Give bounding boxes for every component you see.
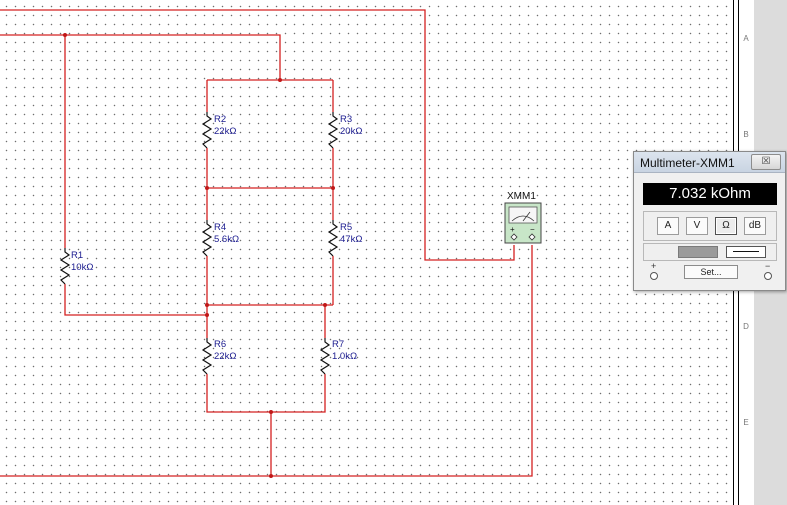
r4-ref: R4 [214, 222, 226, 233]
wire-top-left[interactable] [0, 34, 281, 80]
r3-ref: R3 [340, 114, 352, 125]
zone-label-d: D [743, 322, 749, 331]
multimeter-title: Multimeter-XMM1 [640, 156, 735, 170]
minus-terminal-icon[interactable] [764, 272, 772, 280]
terminal-minus-icon[interactable] [528, 233, 536, 241]
mode-ampere-button[interactable]: A [657, 217, 679, 235]
junction-dot [205, 186, 209, 190]
terminal-plus-icon[interactable] [510, 233, 518, 241]
junction-dot [269, 410, 273, 414]
meter-face-icon [508, 206, 538, 224]
xmm1-minus-mark: − [530, 225, 535, 234]
mode-decibel-button[interactable]: dB [744, 217, 766, 235]
resistor-r7[interactable]: R7 1.0kΩ [319, 338, 357, 375]
meter-needle-icon [522, 211, 531, 222]
r1-value: 10kΩ [71, 262, 93, 273]
zone-label-e: E [743, 418, 749, 427]
zone-label-b: B [743, 130, 749, 139]
resistor-r2[interactable]: R2 22kΩ [201, 112, 236, 149]
xmm1-label: XMM1 [507, 191, 536, 202]
wires [0, 9, 533, 477]
multimeter-display: 7.032 kOhm [643, 183, 777, 205]
r2-ref: R2 [214, 114, 226, 125]
zone-label-a: A [743, 34, 749, 43]
junction-dot [205, 313, 209, 317]
plus-terminal-label: + [651, 261, 657, 271]
r7-ref: R7 [332, 339, 344, 350]
junction-dot [331, 186, 335, 190]
wire-r1-bottom[interactable] [64, 284, 207, 316]
wire-bottom-return[interactable] [0, 245, 533, 477]
mode-ohm-button[interactable]: Ω [715, 217, 737, 235]
junction-dot [205, 303, 209, 307]
r4-value: 5.6kΩ [214, 234, 239, 245]
signal-mode-group [643, 243, 777, 261]
plus-terminal-icon[interactable] [650, 272, 658, 280]
mode-volt-button[interactable]: V [686, 217, 708, 235]
r1-ref: R1 [71, 250, 83, 261]
r6-ref: R6 [214, 339, 226, 350]
dc-mode-button[interactable] [726, 246, 766, 258]
meter-arc-icon [511, 215, 535, 222]
wire-bottom-bus[interactable] [206, 374, 326, 413]
r5-value: 47kΩ [340, 234, 362, 245]
measurement-mode-group: A V Ω dB [643, 211, 777, 241]
resistor-r6[interactable]: R6 22kΩ [201, 338, 236, 375]
resistor-r3[interactable]: R3 20kΩ [327, 112, 362, 149]
resistor-r5[interactable]: R5 47kΩ [327, 220, 362, 257]
wire-top-loop[interactable] [0, 9, 515, 261]
r3-value: 20kΩ [340, 126, 362, 137]
close-button[interactable]: ☒ [751, 154, 781, 170]
xmm1-plus-mark: + [510, 225, 515, 234]
junction-dot [269, 474, 273, 478]
junction-dot [63, 33, 67, 37]
r2-value: 22kΩ [214, 126, 236, 137]
multimeter-symbol[interactable]: XMM1 + − [504, 191, 542, 244]
junction-dot [278, 78, 282, 82]
multimeter-window[interactable]: Multimeter-XMM1 ☒ 7.032 kOhm A V Ω dB + … [633, 151, 786, 291]
r7-value: 1.0kΩ [332, 351, 357, 362]
settings-button[interactable]: Set... [684, 265, 738, 279]
multimeter-titlebar[interactable]: Multimeter-XMM1 ☒ [634, 152, 785, 173]
ac-mode-button[interactable] [678, 246, 718, 258]
junction-dot [323, 303, 327, 307]
r6-value: 22kΩ [214, 351, 236, 362]
minus-terminal-label: − [765, 261, 771, 271]
r5-ref: R5 [340, 222, 352, 233]
junctions [63, 33, 335, 478]
resistor-r4[interactable]: R4 5.6kΩ [201, 220, 239, 257]
resistor-r1[interactable]: R1 10kΩ [59, 248, 93, 285]
